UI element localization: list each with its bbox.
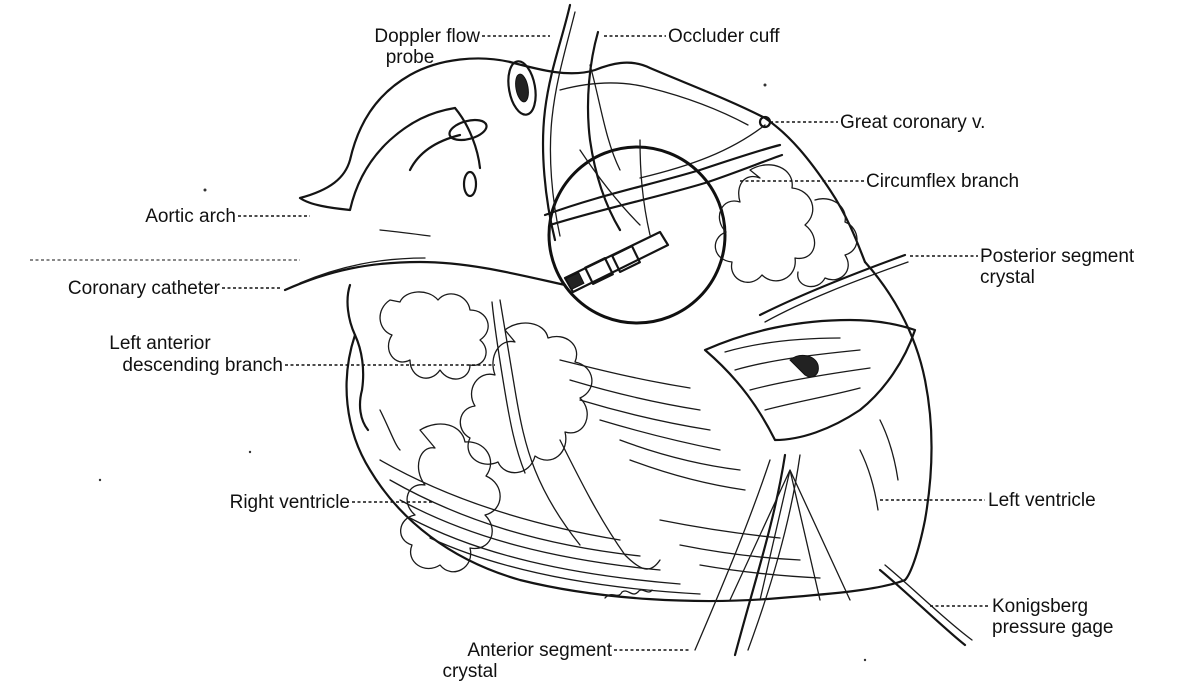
cut-surface-cavity: [790, 355, 818, 377]
rv-apex-vessel: [560, 440, 660, 569]
label-konigsberg-1: Konigsberg: [992, 596, 1088, 617]
label-coronary-catheter: Coronary catheter: [68, 278, 221, 299]
label-posterior-segment-crystal-2: crystal: [980, 267, 1035, 288]
konigsberg-gage-line: [880, 570, 965, 645]
konigsberg-gage-line-2: [885, 565, 972, 640]
fat-tissue-lad: [460, 323, 592, 473]
label-aortic-arch: Aortic arch: [145, 206, 236, 227]
left-ventricle-outline: [865, 262, 931, 580]
heart-drawing: [99, 5, 972, 661]
labels: Doppler flow probe Occluder cuff Great c…: [68, 26, 1135, 682]
label-occluder-cuff: Occluder cuff: [668, 26, 780, 47]
doppler-wire-twist: [550, 12, 575, 236]
label-doppler-flow-probe-2: probe: [386, 47, 435, 68]
vessel-opening-3: [464, 172, 476, 196]
anterior-crystal-wire-2: [748, 455, 800, 650]
fat-tissue-upper-right: [715, 165, 814, 282]
fat-tissue-far-right: [798, 199, 857, 287]
fat-tissue-left: [380, 292, 488, 379]
posterior-crystal-wire-2: [765, 262, 908, 322]
label-right-ventricle: Right ventricle: [230, 492, 350, 513]
label-circumflex-branch: Circumflex branch: [866, 171, 1019, 192]
magnified-region-circle: [549, 147, 725, 323]
coronary-catheter-line: [285, 262, 565, 290]
label-konigsberg-2: pressure gage: [992, 617, 1113, 638]
right-atrium: [348, 285, 368, 430]
label-anterior-crystal-2: crystal: [443, 661, 498, 682]
vessel-lumen-1: [514, 73, 531, 103]
cut-surface: [705, 320, 915, 440]
label-lad-1: Left anterior: [109, 333, 211, 354]
lad-vessel: [500, 300, 580, 545]
label-left-ventricle: Left ventricle: [988, 490, 1096, 511]
label-doppler-flow-probe-1: Doppler flow: [374, 26, 480, 47]
doppler-wire: [543, 5, 570, 240]
label-great-coronary-v: Great coronary v.: [840, 112, 985, 133]
circumflex-vessel: [545, 145, 780, 215]
label-anterior-crystal-1: Anterior segment: [467, 640, 612, 661]
cut-surface-texture: [725, 338, 870, 410]
label-posterior-segment-crystal-1: Posterior segment: [980, 246, 1135, 267]
label-lad-2: descending branch: [122, 355, 283, 376]
heart-striations: [380, 230, 898, 594]
